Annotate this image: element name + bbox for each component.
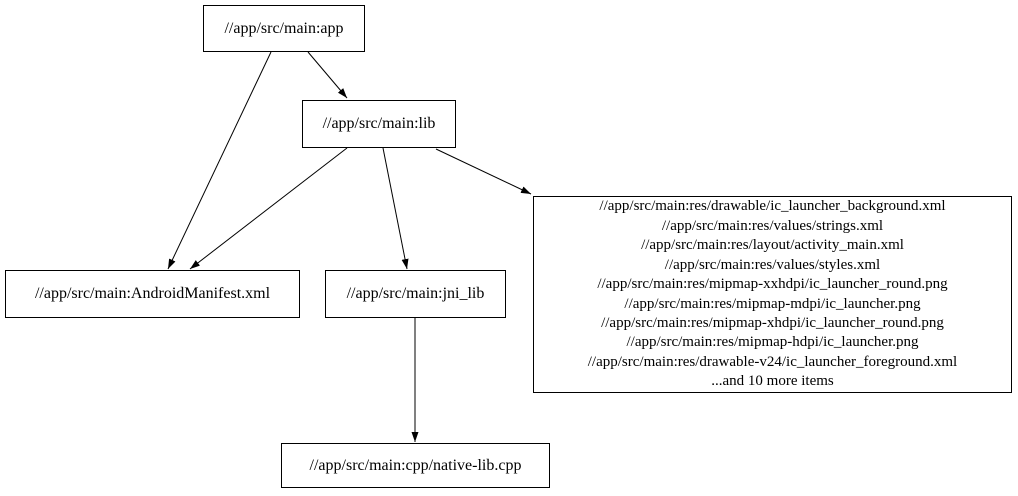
edge-app-to-lib: [307, 51, 348, 99]
edge-lib-to-resources: [435, 148, 532, 195]
node-resources-group: //app/src/main:res/drawable/ic_launcher_…: [533, 196, 1012, 393]
resource-line: //app/src/main:res/values/strings.xml: [661, 217, 884, 234]
resource-line: //app/src/main:res/mipmap-mdpi/ic_launch…: [624, 295, 921, 312]
resource-line: //app/src/main:res/layout/activity_main.…: [641, 237, 904, 254]
node-lib: //app/src/main:lib: [302, 100, 456, 148]
resource-line: //app/src/main:res/mipmap-xhdpi/ic_launc…: [601, 314, 944, 331]
resource-line: //app/src/main:res/drawable-v24/ic_launc…: [587, 353, 958, 370]
edge-lib-to-jni-lib: [382, 147, 409, 270]
node-jni-lib: //app/src/main:jni_lib: [325, 270, 506, 318]
resource-line: //app/src/main:res/drawable/ic_launcher_…: [599, 198, 946, 215]
node-lib-label: //app/src/main:lib: [322, 115, 436, 132]
node-app: //app/src/main:app: [203, 5, 365, 52]
node-native-lib-cpp: //app/src/main:cpp/native-lib.cpp: [281, 443, 550, 488]
resource-line: //app/src/main:res/mipmap-hdpi/ic_launch…: [626, 334, 919, 351]
node-app-label: //app/src/main:app: [224, 19, 344, 37]
edge-lib-to-manifest: [189, 147, 348, 270]
resource-line: //app/src/main:res/mipmap-xxhdpi/ic_laun…: [597, 276, 948, 293]
edge-app-to-manifest: [167, 51, 272, 270]
node-jni-lib-label: //app/src/main:jni_lib: [346, 285, 485, 302]
resource-line: //app/src/main:res/values/styles.xml: [664, 256, 881, 273]
node-native-lib-cpp-label: //app/src/main:cpp/native-lib.cpp: [309, 456, 522, 474]
resource-more-items: ...and 10 more items: [711, 373, 834, 390]
node-android-manifest-label: //app/src/main:AndroidManifest.xml: [34, 285, 271, 302]
node-android-manifest: //app/src/main:AndroidManifest.xml: [5, 270, 300, 318]
